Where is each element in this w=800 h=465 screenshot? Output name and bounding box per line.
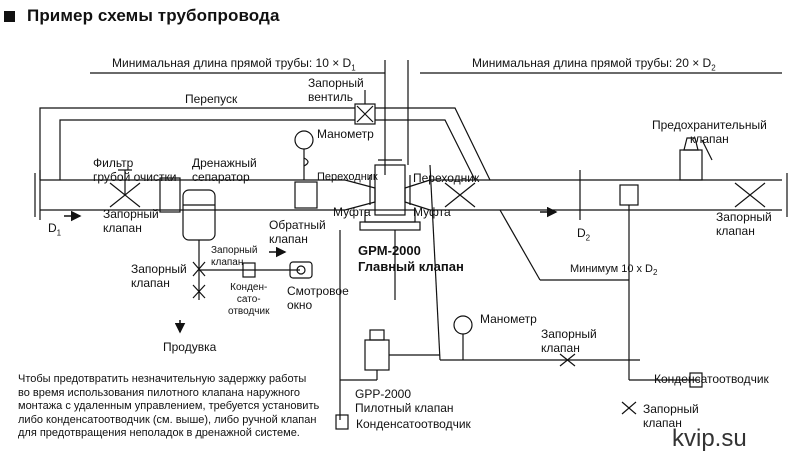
main-valve-gpm2000 (359, 159, 421, 231)
note-line: Чтобы предотвратить незначительную задер… (18, 373, 307, 385)
label-min-10d2: Минимум 10 x D2 (570, 263, 658, 278)
check-valve (294, 181, 318, 209)
label-coupling-right: Муфта (413, 205, 451, 219)
pilot-valve-gpp2000 (364, 329, 440, 380)
bypass-pipe (39, 107, 491, 181)
label-trap-right: Конденсатоотводчик (654, 372, 769, 386)
label-adapter-left: Переходник (317, 171, 378, 183)
label-bypass: Перепуск (185, 92, 238, 106)
bottom-manometer (453, 315, 473, 360)
installation-note: Чтобы предотвратить незначительную задер… (18, 373, 319, 441)
corner-stop-valve (621, 401, 637, 415)
label-min-length-10d1: Минимальная длина прямой трубы: 10 × D1 (112, 56, 356, 73)
label-blowdown: Продувка (163, 340, 217, 354)
note-line: либо конденсатоотводчик (см. выше), либо… (18, 413, 317, 426)
top-manometer (294, 130, 314, 180)
label-trap-bottom: Конденсатоотводчик (356, 417, 471, 431)
separator-drain-valve (192, 261, 206, 299)
bottom-stop-valve (559, 353, 576, 367)
label-small-trap: Конден-сато-отводчик (228, 282, 270, 317)
bypass-stop-valve (354, 90, 376, 125)
note-line: для предотвращения неполадок в дренажной… (18, 427, 300, 439)
main-pipeline (34, 173, 788, 217)
note-line: монтажа с удаленным управлением, требует… (18, 400, 320, 412)
label-manometer-bottom: Манометр (480, 312, 537, 326)
small-trap (242, 262, 256, 278)
note-line: во время использования пилотного клапана… (18, 386, 301, 399)
sight-glass (289, 261, 313, 279)
left-stop-valve (109, 169, 141, 208)
strainer (159, 177, 181, 213)
label-d2: D2 (577, 226, 591, 243)
label-adapter-right: Переходник (413, 171, 480, 185)
page-title-block: Пример схемы трубопровода (4, 6, 280, 26)
right-stop-valve (444, 182, 476, 208)
label-coupling-left: Муфта (333, 205, 371, 219)
sensing-tee (619, 184, 639, 206)
far-right-stop-valve (734, 182, 766, 208)
label-min-length-20d2: Минимальная длина прямой трубы: 20 × D2 (472, 56, 716, 73)
page-title: Пример схемы трубопровода (27, 6, 280, 25)
label-manometer-top: Манометр (317, 127, 374, 141)
right-trap (689, 372, 703, 388)
watermark: kvip.su (672, 425, 747, 452)
title-bullet (4, 10, 15, 22)
bottom-trap (335, 414, 349, 430)
label-d1: D1 (48, 221, 62, 238)
safety-valve (679, 137, 713, 181)
